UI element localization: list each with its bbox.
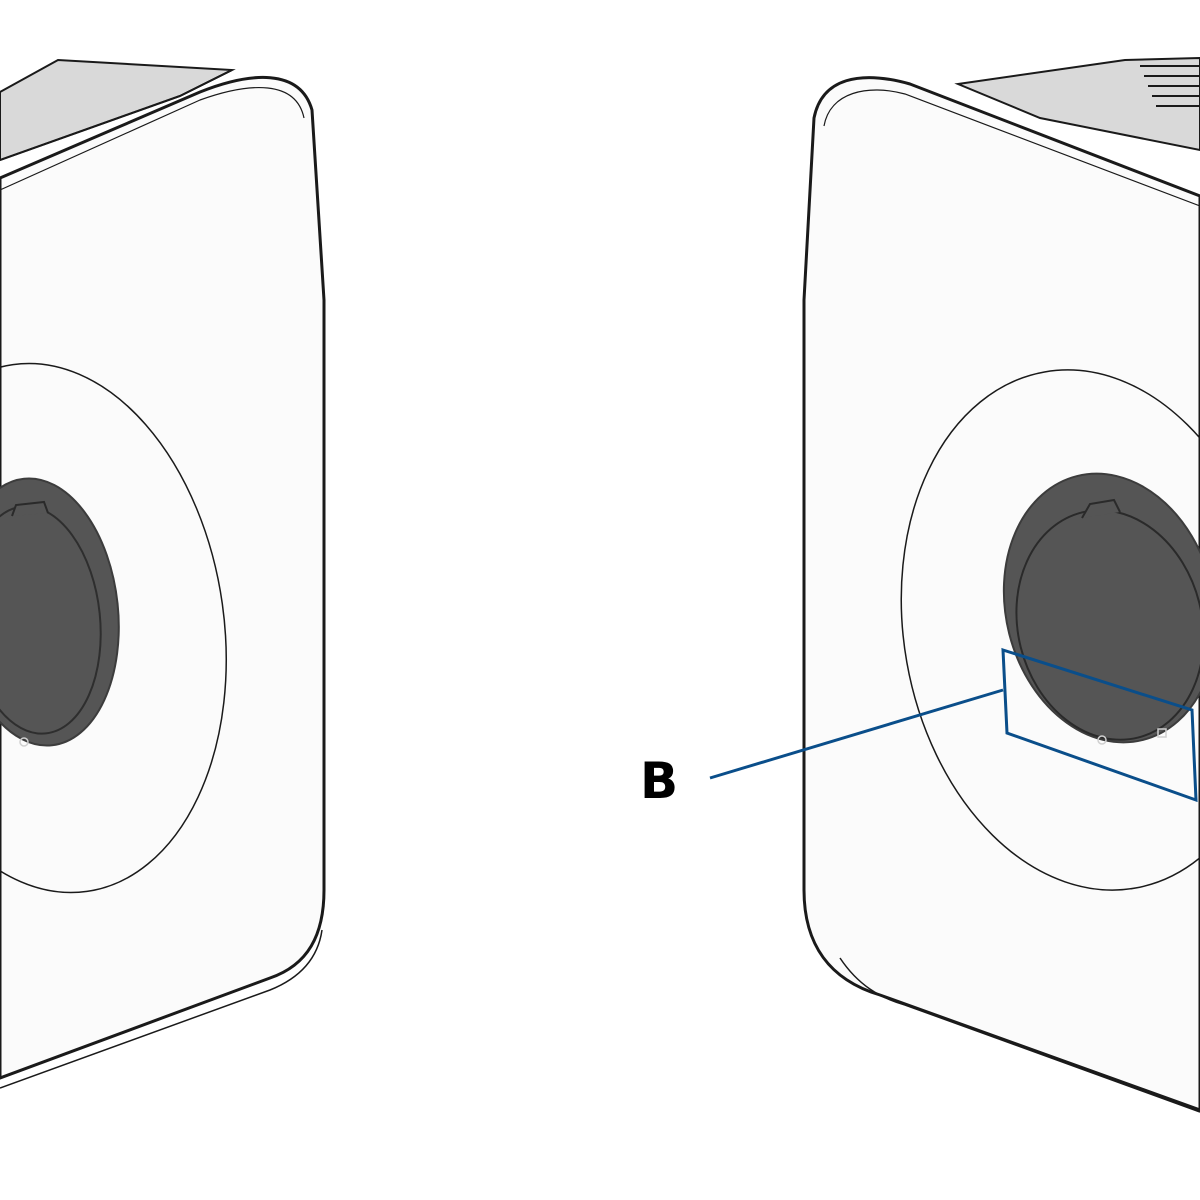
left-front-panel xyxy=(0,75,326,1080)
right-wallbox-unit xyxy=(802,56,1200,1113)
left-wallbox-unit xyxy=(0,58,326,1089)
right-socket-ring xyxy=(900,369,1200,891)
cooling-fins xyxy=(1140,65,1200,107)
left-socket-ring xyxy=(0,362,227,894)
callout-leader-line xyxy=(709,688,1004,780)
callout-b: B xyxy=(640,647,1198,810)
right-front-panel xyxy=(802,76,1200,1112)
callout-label-b: B xyxy=(640,752,678,810)
right-back-housing xyxy=(954,56,1200,152)
right-charging-socket xyxy=(1002,472,1200,744)
callout-highlight-frame xyxy=(1001,647,1198,803)
